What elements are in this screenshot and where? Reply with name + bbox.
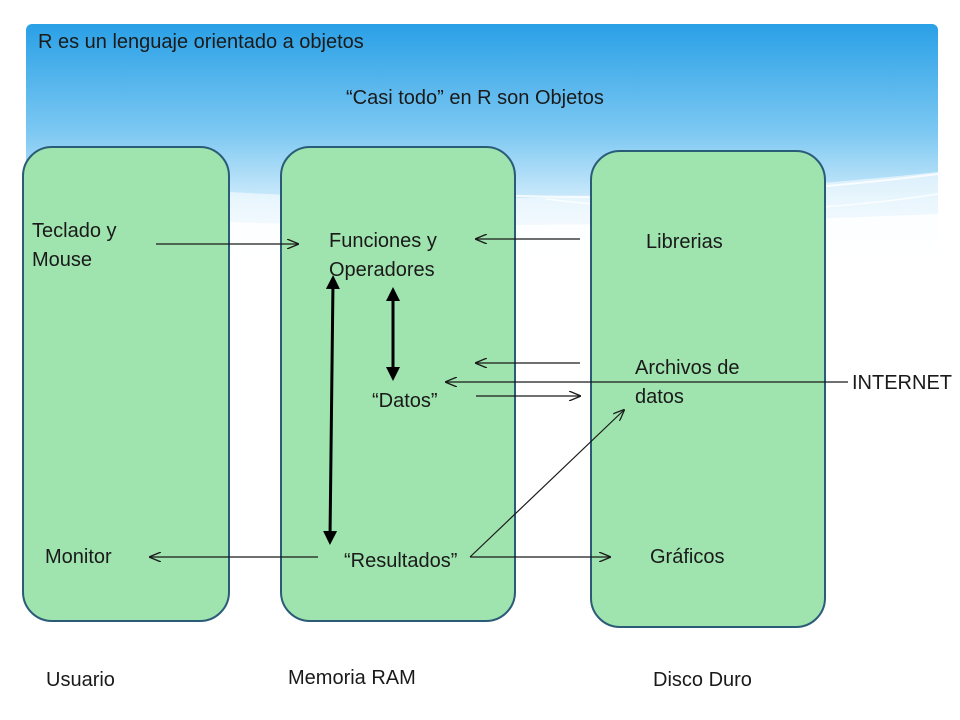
- teclado-mouse-label: Teclado y Mouse: [32, 220, 117, 271]
- monitor-label: Monitor: [45, 546, 112, 568]
- librerias-label: Librerias: [646, 231, 723, 253]
- memoria-ram-caption: Memoria RAM: [288, 667, 416, 689]
- funciones-operadores-label: Funciones y Operadores: [329, 230, 437, 281]
- usuario-caption: Usuario: [46, 669, 115, 691]
- datos-label: “Datos”: [372, 390, 438, 412]
- usuario-box: [22, 146, 230, 622]
- header-title: R es un lenguaje orientado a objetos: [38, 31, 364, 53]
- archivos-datos-label: Archivos de datos: [635, 357, 740, 408]
- arrow-resultados-to-archivos: [469, 410, 624, 558]
- disco-duro-caption: Disco Duro: [653, 669, 752, 691]
- graficos-label: Gráficos: [650, 546, 725, 568]
- disco-duro-box: [590, 150, 826, 628]
- memoria-ram-box: [280, 146, 516, 622]
- bidirectional-funciones-resultados: [323, 275, 340, 545]
- internet-label: INTERNET: [852, 372, 952, 394]
- header-subtitle: “Casi todo” en R son Objetos: [346, 87, 604, 109]
- resultados-label: “Resultados”: [344, 550, 458, 572]
